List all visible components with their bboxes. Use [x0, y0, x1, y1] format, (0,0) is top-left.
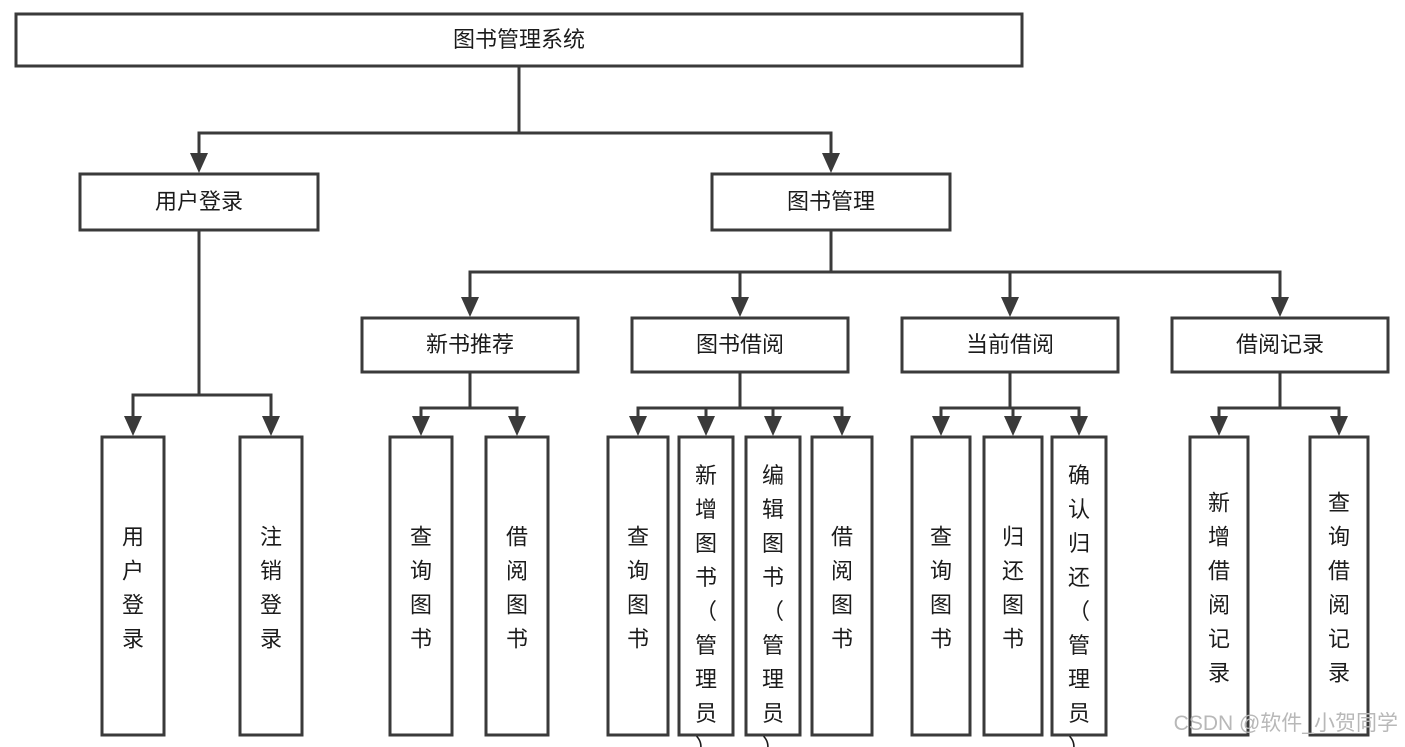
node-leaf-borrow-book-recommend[interactable]: 借阅图书: [484, 435, 550, 737]
node-book-borrow[interactable]: 图书借阅: [630, 316, 850, 374]
arrow-head-icon: [629, 416, 647, 436]
node-box-user-login: [78, 172, 320, 232]
arrow-head-icon: [764, 416, 782, 436]
node-leaf-add-book-admin[interactable]: 新增图书（管理员）: [677, 435, 735, 747]
node-box-root: [14, 12, 1024, 68]
node-box-leaf-query-book-recommend: [388, 435, 454, 737]
node-box-leaf-query-book-current: [910, 435, 972, 737]
arrow-head-icon: [833, 416, 851, 436]
node-leaf-borrow-book[interactable]: 借阅图书: [810, 435, 874, 737]
node-box-leaf-borrow-book: [810, 435, 874, 737]
node-box-book-management: [710, 172, 952, 232]
arrow-head-icon: [731, 297, 749, 317]
node-current-borrow[interactable]: 当前借阅: [900, 316, 1120, 374]
arrow-head-icon: [1271, 297, 1289, 317]
node-label-leaf-return-book: 归还图书: [1002, 525, 1024, 652]
node-label-leaf-query-book-current: 查询图书: [930, 525, 952, 652]
node-label-leaf-borrow-book-recommend: 借阅图书: [506, 525, 528, 652]
node-box-leaf-edit-book-admin: [744, 435, 802, 737]
node-leaf-query-borrow-record[interactable]: 查询借阅记录: [1308, 435, 1370, 737]
node-layer: 图书管理系统用户登录图书管理新书推荐图书借阅当前借阅借阅记录用户登录注销登录查询…: [14, 12, 1390, 747]
arrow-head-icon: [124, 416, 142, 436]
arrow-head-icon: [1330, 416, 1348, 436]
node-label-book-management: 图书管理: [787, 189, 875, 214]
node-leaf-query-book-recommend[interactable]: 查询图书: [388, 435, 454, 737]
node-label-leaf-user-login: 用户登录: [122, 525, 144, 652]
node-leaf-logout[interactable]: 注销登录: [238, 435, 304, 737]
node-label-leaf-query-borrow-record: 查询借阅记录: [1328, 491, 1350, 686]
node-box-leaf-add-borrow-record: [1188, 435, 1250, 737]
node-box-leaf-query-book-borrow: [606, 435, 670, 737]
node-leaf-return-book[interactable]: 归还图书: [982, 435, 1044, 737]
node-book-management[interactable]: 图书管理: [710, 172, 952, 232]
node-leaf-query-book-current[interactable]: 查询图书: [910, 435, 972, 737]
arrow-head-icon: [461, 297, 479, 317]
node-box-leaf-logout: [238, 435, 304, 737]
node-box-borrow-record: [1170, 316, 1390, 374]
node-box-leaf-confirm-return-admin: [1050, 435, 1108, 737]
node-label-leaf-edit-book-admin: 编辑图书（管理员）: [762, 463, 784, 747]
node-box-leaf-borrow-book-recommend: [484, 435, 550, 737]
node-label-new-book-recommend: 新书推荐: [426, 332, 514, 357]
arrow-head-icon: [822, 153, 840, 173]
node-box-book-borrow: [630, 316, 850, 374]
node-label-leaf-borrow-book: 借阅图书: [831, 525, 853, 652]
node-leaf-confirm-return-admin[interactable]: 确认归还（管理员）: [1050, 435, 1108, 747]
node-label-leaf-add-borrow-record: 新增借阅记录: [1208, 491, 1230, 686]
node-leaf-add-borrow-record[interactable]: 新增借阅记录: [1188, 435, 1250, 737]
node-box-leaf-user-login: [100, 435, 166, 737]
node-user-login[interactable]: 用户登录: [78, 172, 320, 232]
arrow-head-icon: [1004, 416, 1022, 436]
node-box-leaf-return-book: [982, 435, 1044, 737]
node-label-current-borrow: 当前借阅: [966, 332, 1054, 357]
node-label-leaf-logout: 注销登录: [260, 525, 282, 652]
arrow-head-icon: [262, 416, 280, 436]
node-box-leaf-add-book-admin: [677, 435, 735, 737]
connector-layer: [124, 64, 1348, 436]
node-new-book-recommend[interactable]: 新书推荐: [360, 316, 580, 374]
node-box-new-book-recommend: [360, 316, 580, 374]
arrow-head-icon: [697, 416, 715, 436]
node-root[interactable]: 图书管理系统: [14, 12, 1024, 68]
arrow-head-icon: [508, 416, 526, 436]
arrow-head-icon: [1001, 297, 1019, 317]
arrow-head-icon: [932, 416, 950, 436]
node-label-root: 图书管理系统: [453, 27, 585, 52]
node-label-borrow-record: 借阅记录: [1236, 332, 1324, 357]
node-label-user-login: 用户登录: [155, 189, 243, 214]
arrow-head-icon: [1070, 416, 1088, 436]
node-leaf-query-book-borrow[interactable]: 查询图书: [606, 435, 670, 737]
node-label-book-borrow: 图书借阅: [696, 332, 784, 357]
arrow-head-icon: [1210, 416, 1228, 436]
arrow-head-icon: [190, 153, 208, 173]
watermark-label: CSDN @软件_小贺同学: [1174, 712, 1398, 735]
node-label-leaf-query-book-recommend: 查询图书: [410, 525, 432, 652]
node-borrow-record[interactable]: 借阅记录: [1170, 316, 1390, 374]
node-leaf-user-login[interactable]: 用户登录: [100, 435, 166, 737]
arrow-head-icon: [412, 416, 430, 436]
node-box-current-borrow: [900, 316, 1120, 374]
node-box-leaf-query-borrow-record: [1308, 435, 1370, 737]
node-label-leaf-confirm-return-admin: 确认归还（管理员）: [1068, 463, 1090, 747]
node-label-leaf-add-book-admin: 新增图书（管理员）: [695, 463, 717, 747]
node-leaf-edit-book-admin[interactable]: 编辑图书（管理员）: [744, 435, 802, 747]
node-label-leaf-query-book-borrow: 查询图书: [627, 525, 649, 652]
